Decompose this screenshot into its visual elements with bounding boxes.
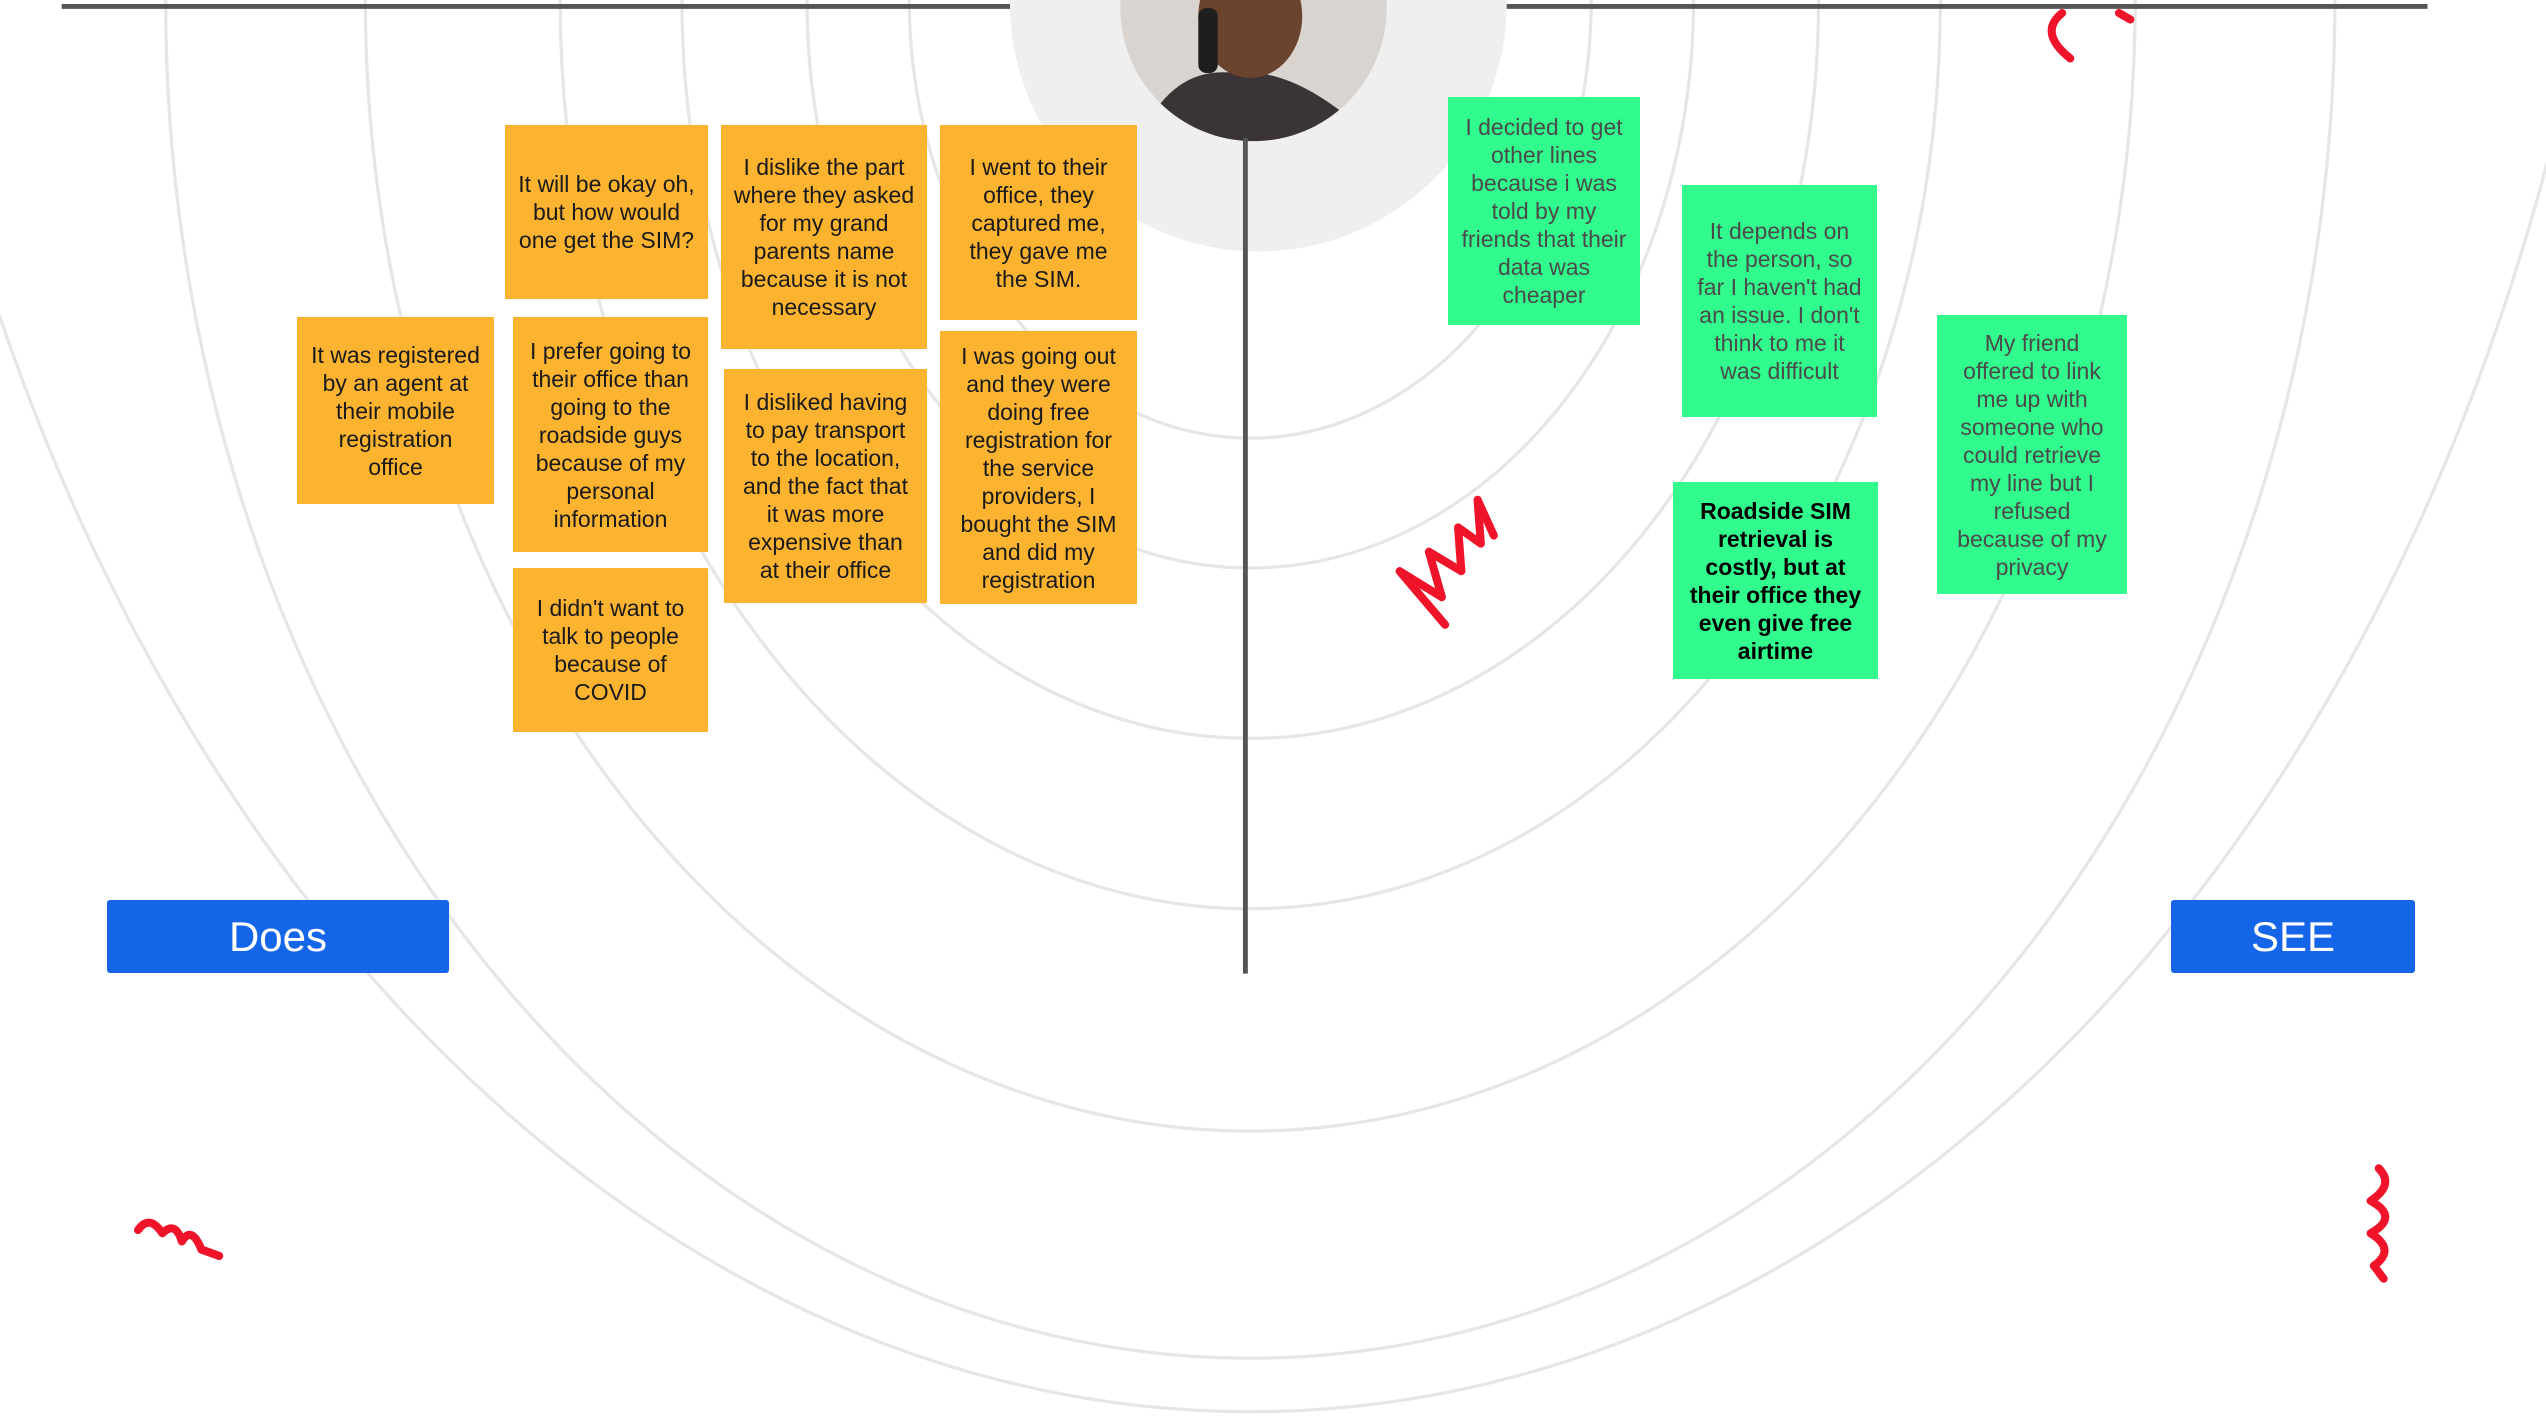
sticky-note[interactable]: I was going out and they were doing free… [940,331,1137,604]
sticky-note[interactable]: I dislike the part where they asked for … [721,125,927,349]
red-scribble-top [2047,8,2135,63]
sticky-note[interactable]: It was registered by an agent at their m… [297,317,494,504]
red-scribble-bottom-right [2366,1164,2390,1283]
see-label: SEE [2171,900,2415,973]
red-scribble-middle [1395,495,1498,629]
sticky-note[interactable]: I disliked having to pay transport to th… [724,369,927,603]
sticky-note[interactable]: I went to their office, they captured me… [940,125,1137,320]
sticky-note[interactable]: I prefer going to their office than goin… [513,317,708,552]
does-label: Does [107,900,449,973]
sticky-note[interactable]: My friend offered to link me up with som… [1937,315,2127,594]
sticky-note[interactable]: It depends on the person, so far I haven… [1682,185,1877,417]
sticky-note[interactable]: I didn't want to talk to people because … [513,568,708,732]
red-scribble-bottom-left [133,1218,224,1261]
sticky-note[interactable]: Roadside SIM retrieval is costly, but at… [1673,482,1878,679]
persona-photo [1120,0,1387,142]
sticky-note[interactable]: I decided to get other lines because i w… [1448,97,1640,325]
sticky-note[interactable]: It will be okay oh, but how would one ge… [505,125,708,299]
